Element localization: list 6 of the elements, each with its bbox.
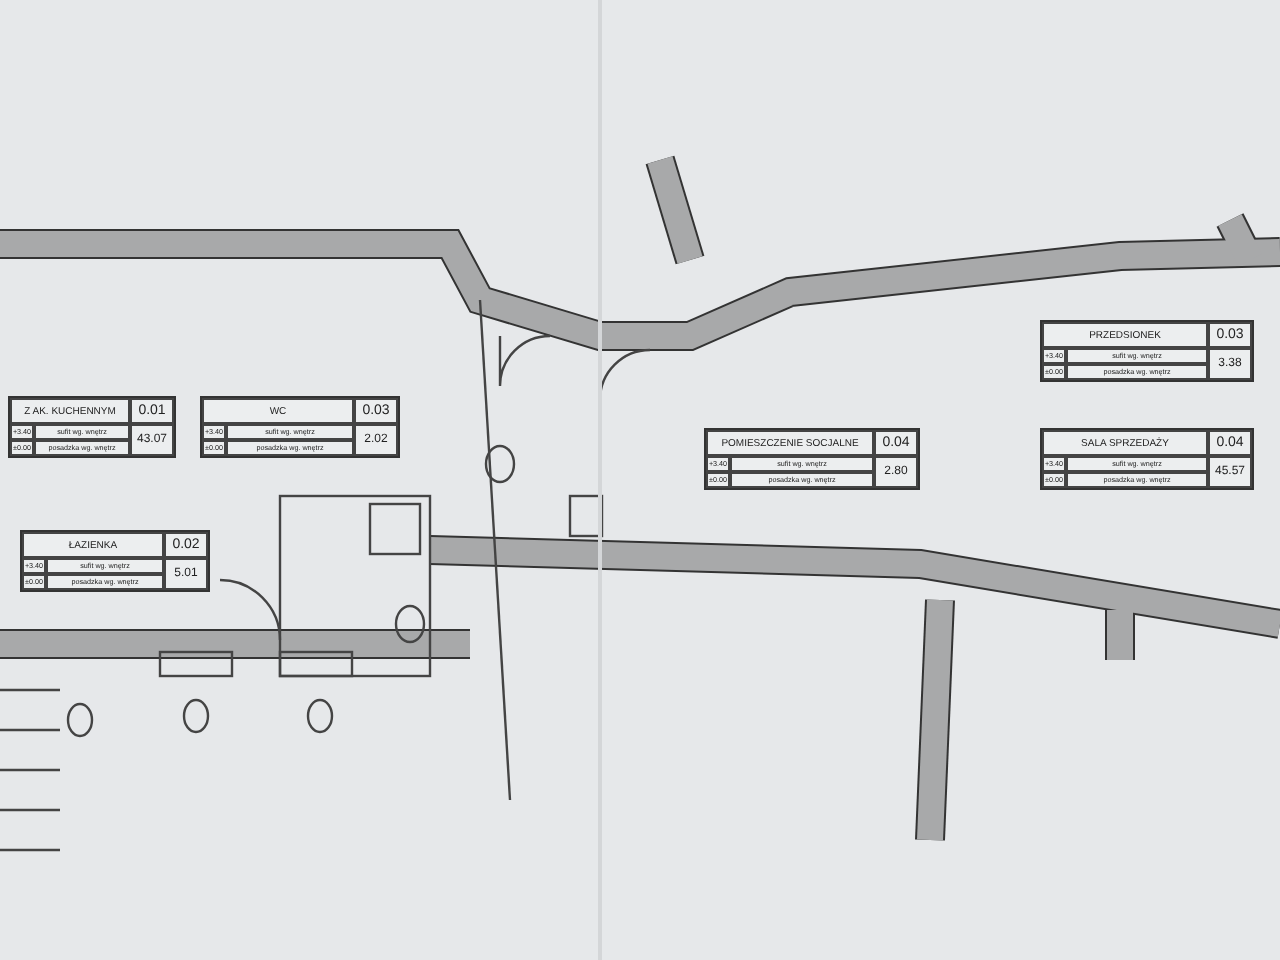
room-label-table <box>1040 320 1254 382</box>
room-label-table <box>20 530 210 592</box>
room-label-table <box>1040 428 1254 490</box>
room-label-table <box>704 428 920 490</box>
room-label-table <box>200 396 400 458</box>
room-label-table <box>8 396 176 458</box>
